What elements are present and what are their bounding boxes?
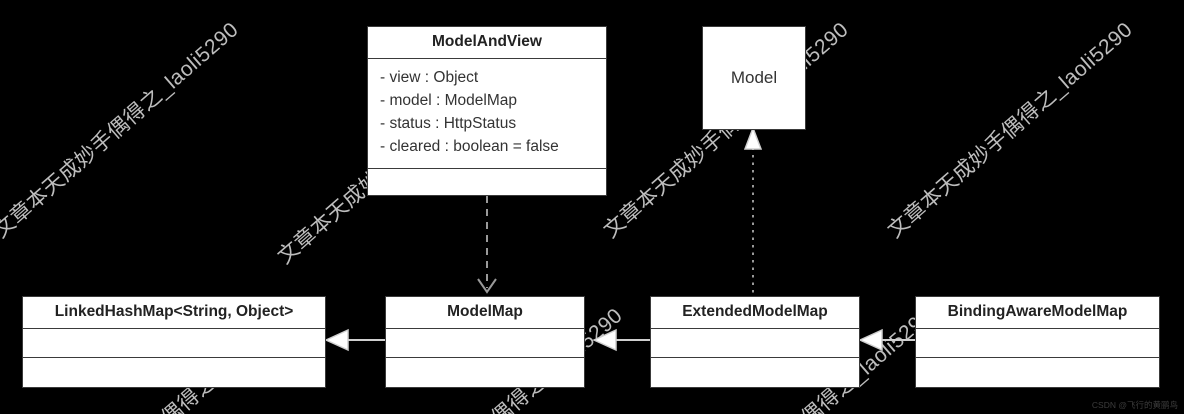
class-title-linked-hash-map: LinkedHashMap<String, Object> <box>23 297 325 329</box>
class-title-binding-aware-model-map: BindingAwareModelMap <box>916 297 1159 329</box>
class-attributes-linked-hash-map <box>23 329 325 358</box>
connector-extendedmodelmap-to-modelmap <box>592 328 650 352</box>
class-methods-binding-aware-model-map <box>916 358 1159 387</box>
class-attributes-model-map <box>386 329 584 358</box>
attribute-row: - status : HttpStatus <box>380 114 517 132</box>
attribute-row: - model : ModelMap <box>380 91 517 109</box>
connector-bindingawaremodelmap-to-extendedmodelmap <box>858 328 915 352</box>
class-title-model-and-view: ModelAndView <box>368 27 606 59</box>
connector-extendedmodelmap-to-model <box>743 125 763 300</box>
connector-modelmap-to-linkedhashmap <box>324 328 385 352</box>
watermark-text: 文章本天成妙手偶得之_laoli5290 <box>0 17 243 243</box>
attribute-row: - view : Object <box>380 69 479 86</box>
class-title-model-map: ModelMap <box>386 297 584 329</box>
attribute-row: - cleared : boolean = false <box>380 137 559 155</box>
csdn-credit: CSDN @飞行的黄鹂鸟 <box>1091 400 1178 410</box>
class-attributes-model-and-view: - view : Object - model : ModelMap - sta… <box>368 59 606 169</box>
class-methods-linked-hash-map <box>23 358 325 387</box>
watermark-text: 文章本天成妙手偶得之_laoli5290 <box>883 17 1137 243</box>
class-box-model-map[interactable]: ModelMap <box>385 296 585 388</box>
class-attributes-binding-aware-model-map <box>916 329 1159 358</box>
class-title-model: Model <box>730 68 778 87</box>
connector-modelandview-to-modelmap <box>477 196 497 294</box>
class-box-extended-model-map[interactable]: ExtendedModelMap <box>650 296 860 388</box>
class-box-model[interactable]: Model <box>702 26 806 130</box>
class-methods-extended-model-map <box>651 358 859 387</box>
class-attributes-extended-model-map <box>651 329 859 358</box>
class-methods-model-map <box>386 358 584 387</box>
class-box-linked-hash-map[interactable]: LinkedHashMap<String, Object> <box>22 296 326 388</box>
class-title-extended-model-map: ExtendedModelMap <box>651 297 859 329</box>
class-box-binding-aware-model-map[interactable]: BindingAwareModelMap <box>915 296 1160 388</box>
class-box-model-and-view[interactable]: ModelAndView - view : Object - model : M… <box>367 26 607 196</box>
class-methods-model-and-view <box>368 169 606 199</box>
